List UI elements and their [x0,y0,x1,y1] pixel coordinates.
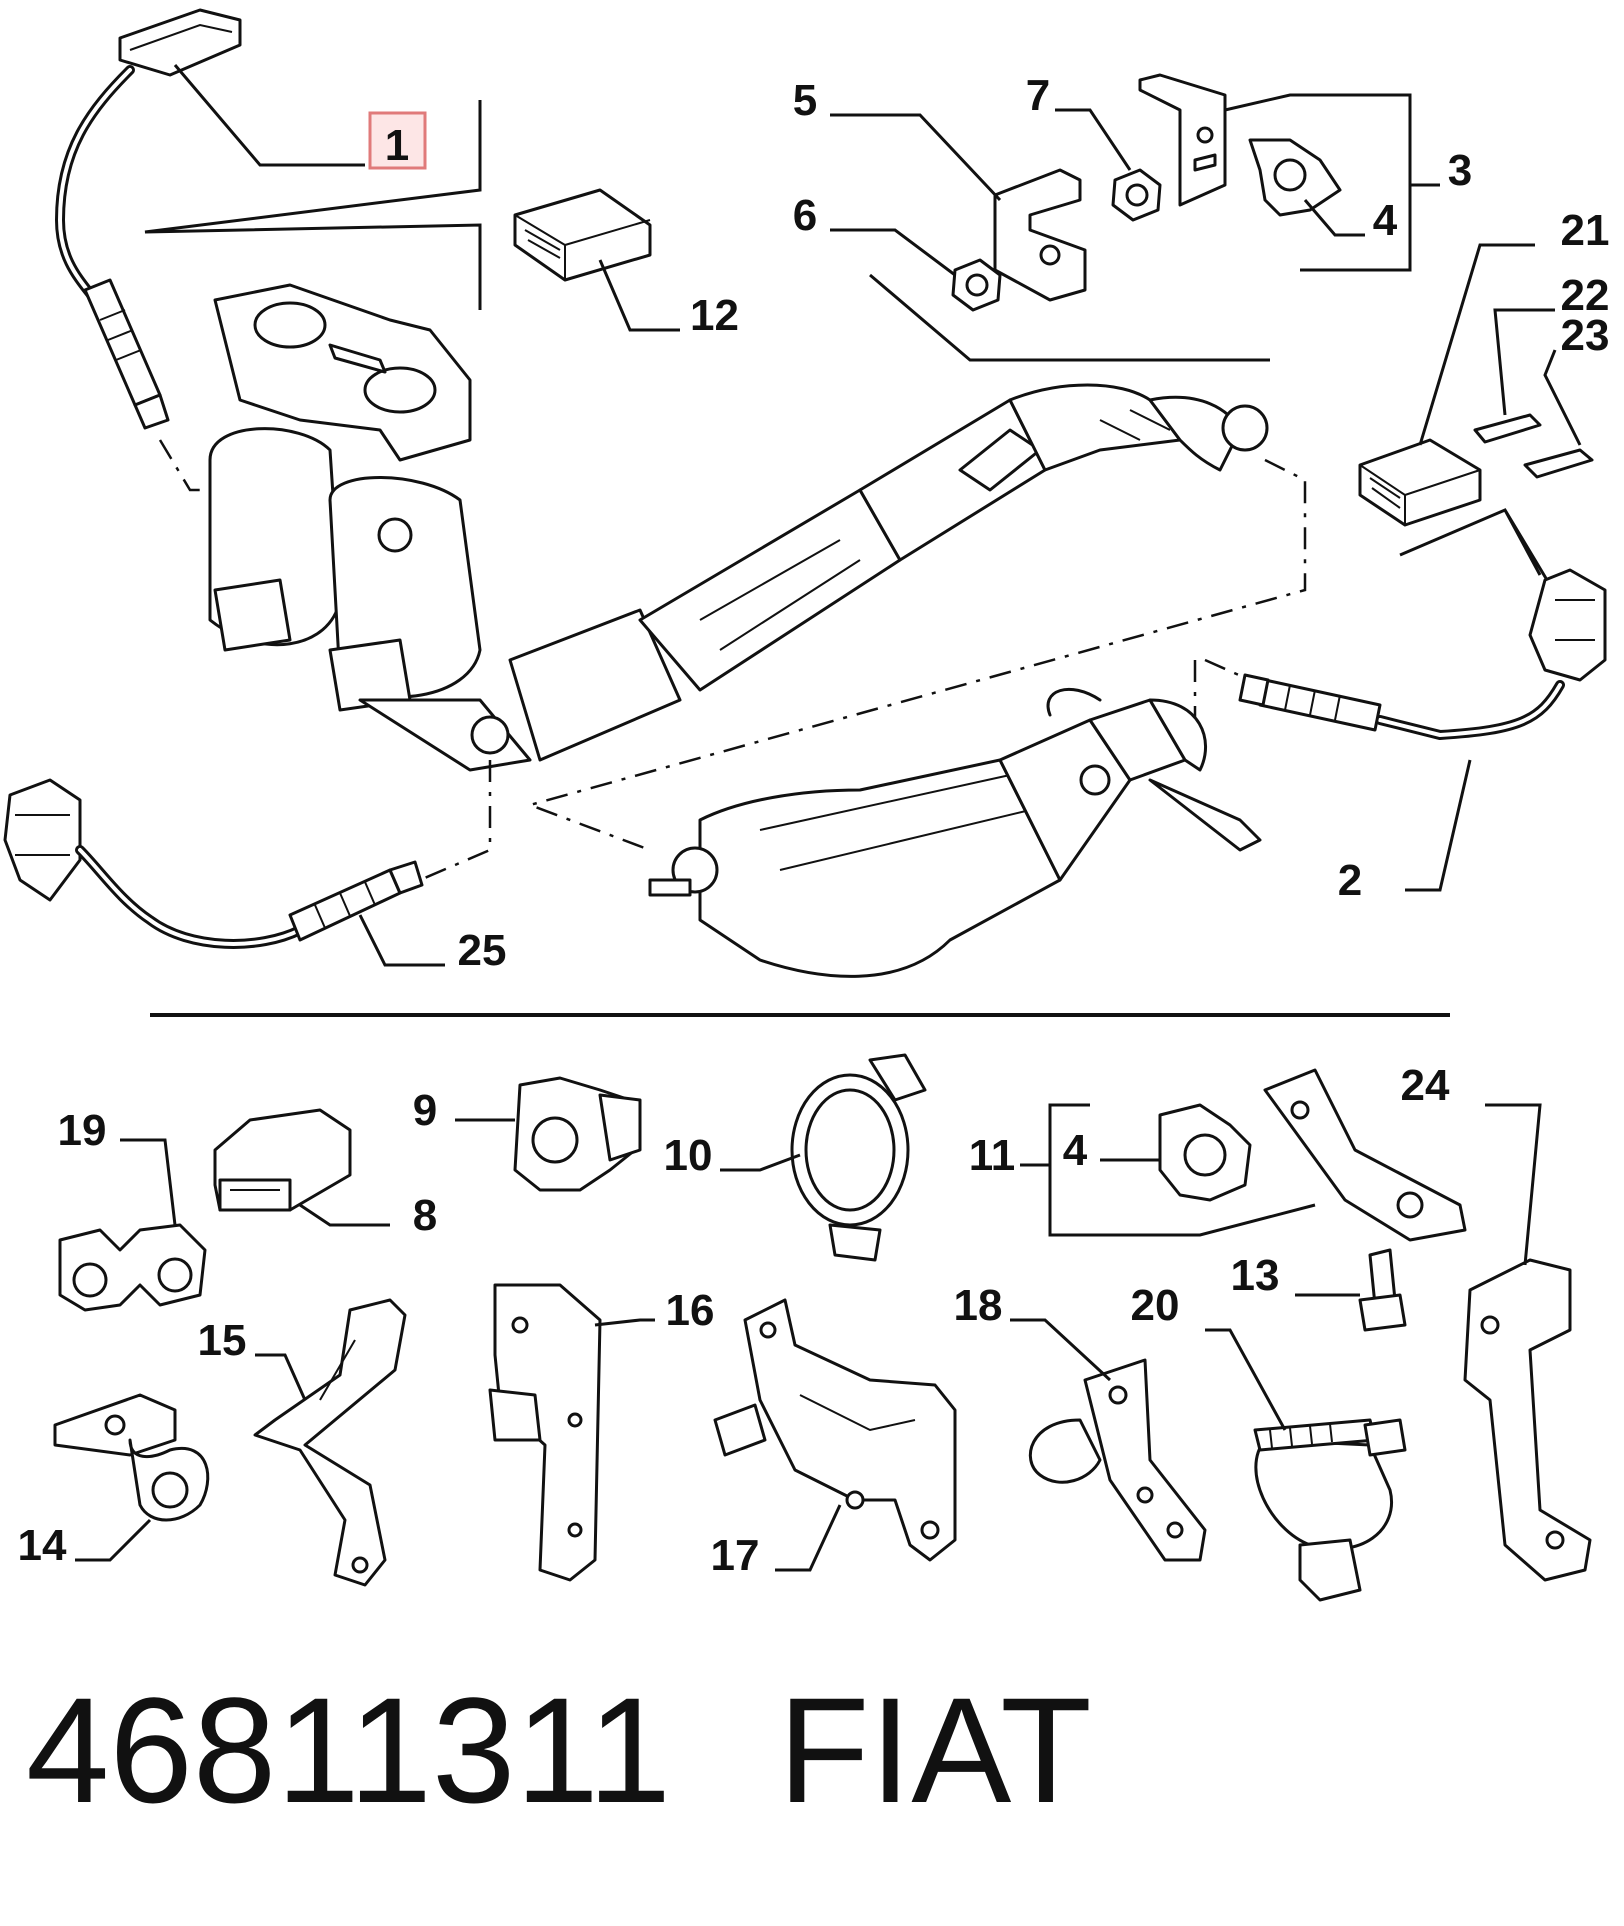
assembly-dash-1 [525,458,1307,852]
callout-2: 2 [1338,856,1362,905]
callout-25-group: 25 [358,914,507,975]
callout-1-group: 1 [173,64,427,170]
nut-7: 7 [1026,71,1162,222]
callout-1: 1 [385,121,409,170]
assembly-dash-2 [419,760,492,882]
callout-12: 12 [690,291,739,340]
callout-9: 9 [413,1086,437,1135]
bracket-24: 24 [1401,1061,1592,1582]
bracket-11 [1263,1068,1467,1242]
callout-16: 16 [666,1286,715,1335]
group-bracket-21-23 [1399,508,1552,586]
assembly-dash-3 [1193,658,1251,745]
bracket-5: 5 [793,76,1087,302]
oxygen-sensor-right [1238,568,1607,740]
oxygen-sensor-lower-left [3,778,424,949]
terminal-22: 22 [1473,271,1610,444]
clip-4-lower: 4 [1063,1103,1252,1202]
callout-15: 15 [198,1316,247,1365]
callout-21: 21 [1561,206,1610,255]
callout-11: 11 [969,1131,1016,1180]
exhaust-lower-catalyst [648,687,1262,978]
group-bracket-11 [1020,1103,1316,1237]
callout-2-group: 2 [1338,759,1472,905]
ring-clamp-10: 10 [664,1053,927,1262]
group-bracket-upper [144,100,482,310]
callout-25: 25 [458,926,507,975]
callout-8: 8 [413,1191,437,1240]
oxygen-sensor-upper [55,8,242,430]
terminal-23: 23 [1523,311,1610,479]
callout-24: 24 [1401,1061,1450,1110]
sleeve-8: 8 [213,1108,437,1240]
callout-4a: 4 [1373,196,1398,245]
callout-22: 22 [1561,271,1610,320]
group-underline-5-7 [869,273,1270,362]
clip-14: 14 [18,1393,210,1570]
bolt-13: 13 [1231,1248,1407,1332]
callout-13: 13 [1231,1251,1280,1300]
brand-name: FIAT [778,1666,1092,1834]
part-number: 46811311 [26,1666,672,1834]
connector-21: 21 [1358,206,1610,527]
callout-5: 5 [793,76,817,125]
connector-12: 12 [513,188,739,340]
callout-14: 14 [18,1521,67,1570]
callout-18: 18 [954,1281,1003,1330]
callout-4b: 4 [1063,1126,1088,1175]
bracket-16: 16 [488,1283,715,1582]
bracket-17: 17 [711,1298,957,1580]
group-bracket-3 [1224,93,1440,272]
bracket-15: 15 [198,1298,407,1587]
nut-6: 6 [793,191,1002,312]
exhaust-middle-pipe [638,383,1269,692]
clamp-9: 9 [413,1076,642,1192]
callout-10: 10 [664,1131,713,1180]
clip-4-upper: 4 [1248,138,1398,245]
double-clip-19: 19 [58,1106,207,1312]
callout-6: 6 [793,191,817,240]
callout-19: 19 [58,1106,107,1155]
cable-tie-20: 20 [1131,1281,1407,1602]
bracket-18: 18 [954,1281,1207,1562]
callout-3: 3 [1448,146,1472,195]
callout-23: 23 [1561,311,1610,360]
callout-20: 20 [1131,1281,1180,1330]
bracket-plate-3 [1138,73,1227,207]
exhaust-manifold-catalyst [208,283,682,772]
callout-17: 17 [711,1531,760,1580]
callout-7: 7 [1026,71,1050,120]
